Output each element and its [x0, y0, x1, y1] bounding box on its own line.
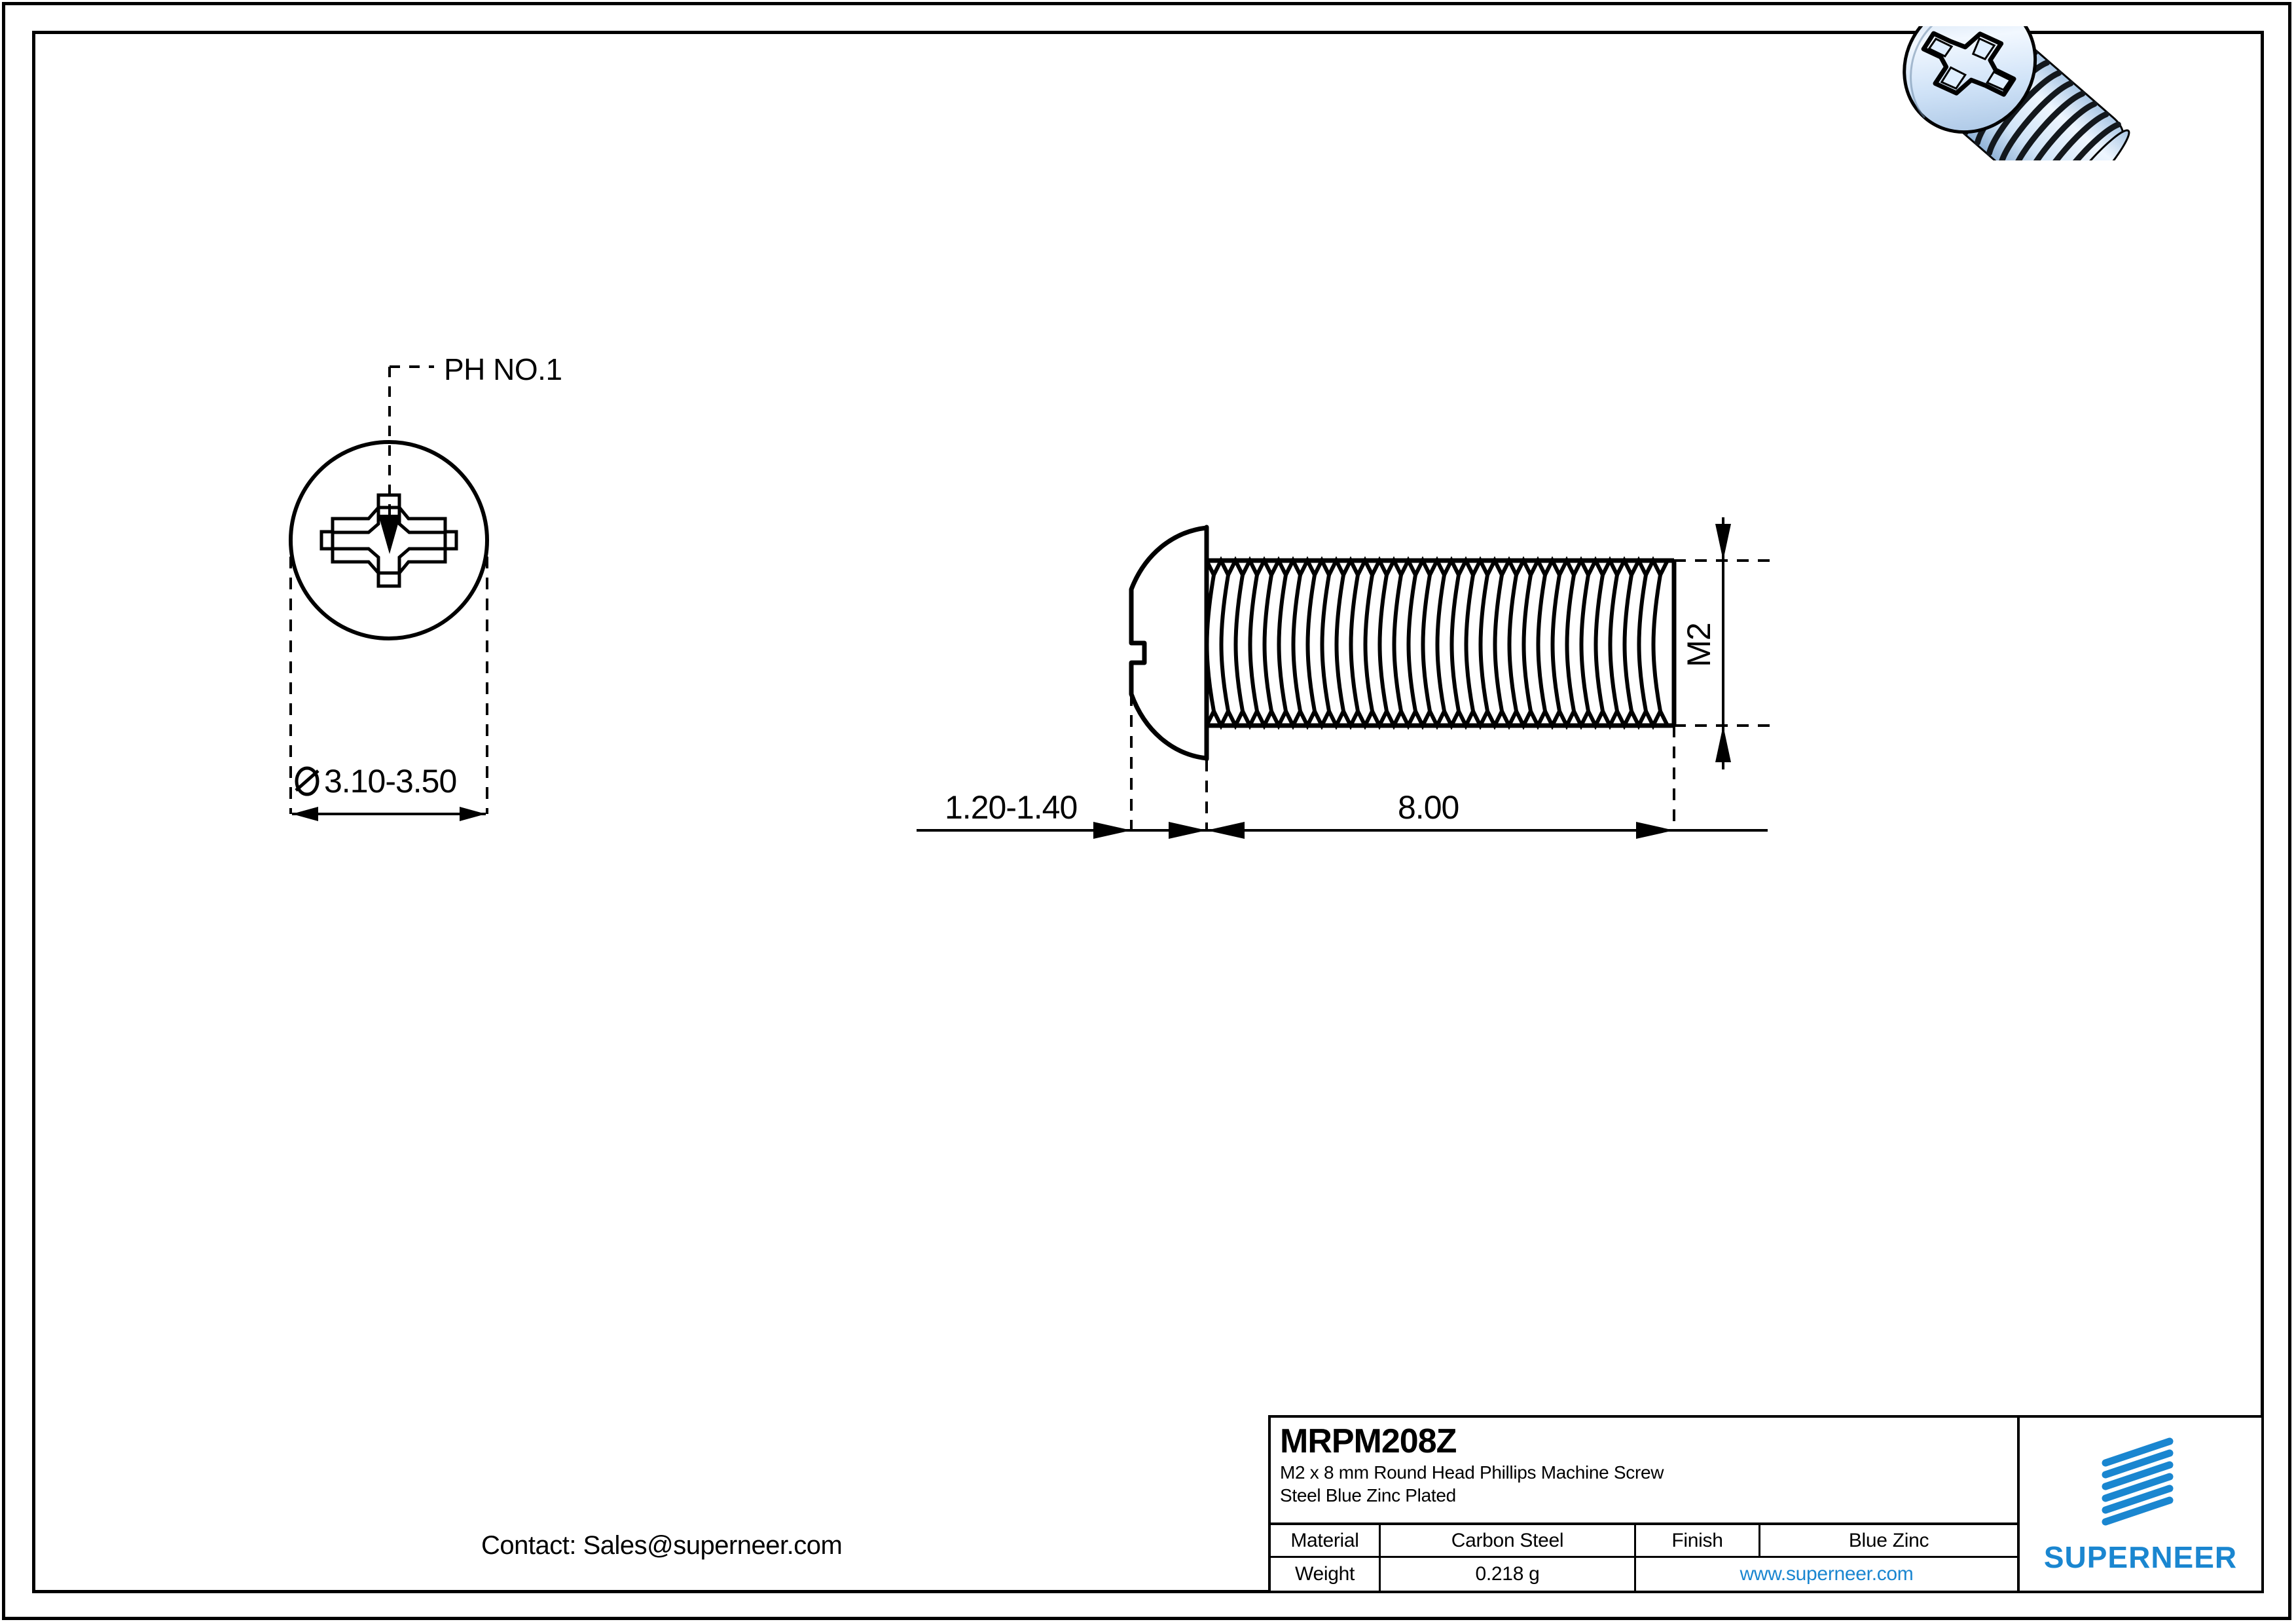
website-link[interactable]: www.superneer.com — [1740, 1563, 1914, 1585]
title-block-spec-table: Material Carbon Steel Finish Blue Zinc W… — [1271, 1525, 2017, 1591]
title-block-logo-cell: SUPERNEER — [2020, 1418, 2261, 1591]
description-line-2: Steel Blue Zinc Plated — [1280, 1485, 1456, 1505]
spec-row-weight: Weight 0.218 g www.superneer.com — [1271, 1558, 2017, 1591]
weight-value: 0.218 g — [1381, 1558, 1636, 1591]
title-block: MRPM208Z M2 x 8 mm Round Head Phillips M… — [1268, 1415, 2264, 1593]
part-number: MRPM208Z — [1280, 1422, 1457, 1460]
finish-value: Blue Zinc — [1848, 1529, 1929, 1551]
spec-row-material: Material Carbon Steel Finish Blue Zinc — [1271, 1525, 2017, 1558]
title-block-left: MRPM208Z M2 x 8 mm Round Head Phillips M… — [1271, 1418, 2020, 1591]
finish-label: Finish — [1636, 1525, 1760, 1556]
material-label: Material — [1271, 1525, 1381, 1556]
weight-label: Weight — [1271, 1558, 1381, 1591]
superneer-wordmark: SUPERNEER — [2043, 1540, 2238, 1574]
material-value: Carbon Steel — [1381, 1525, 1636, 1556]
sheet-inner-border — [32, 31, 2264, 1593]
superneer-stripes-logo-icon — [2102, 1437, 2173, 1526]
screw-3d-render — [1903, 26, 2130, 160]
description-line-1: M2 x 8 mm Round Head Phillips Machine Sc… — [1280, 1462, 1664, 1483]
contact-text: Contact: Sales@superneer.com — [481, 1531, 843, 1560]
title-block-description: MRPM208Z M2 x 8 mm Round Head Phillips M… — [1271, 1418, 2017, 1525]
